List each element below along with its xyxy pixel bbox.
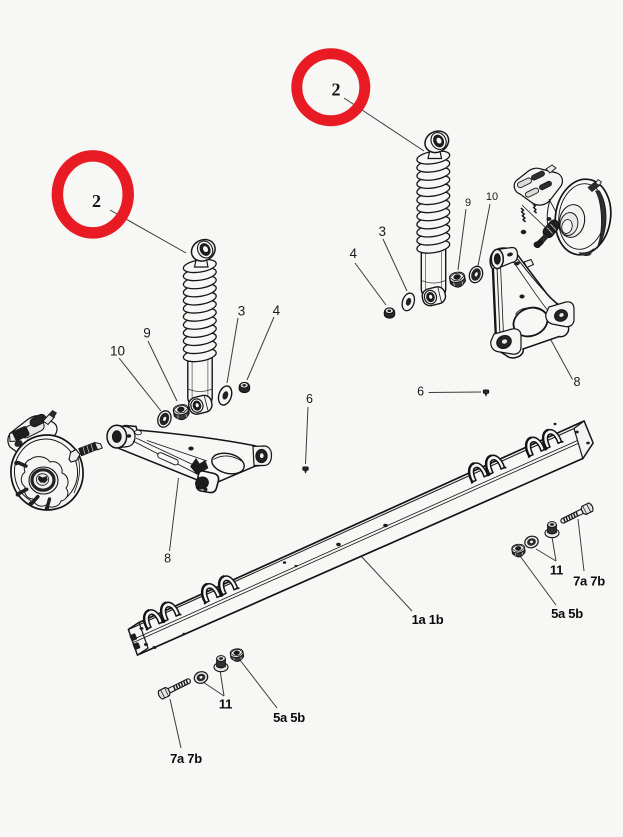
svg-text:9: 9 bbox=[143, 326, 151, 341]
svg-text:11: 11 bbox=[219, 697, 232, 712]
svg-text:3: 3 bbox=[238, 304, 246, 319]
svg-text:2: 2 bbox=[332, 80, 341, 100]
svg-text:7a 7b: 7a 7b bbox=[573, 574, 605, 589]
svg-text:5a 5b: 5a 5b bbox=[273, 710, 305, 725]
svg-text:9: 9 bbox=[465, 197, 471, 209]
svg-text:11: 11 bbox=[550, 563, 563, 578]
svg-text:8: 8 bbox=[574, 375, 581, 389]
svg-text:5a 5b: 5a 5b bbox=[551, 606, 583, 621]
svg-text:2: 2 bbox=[92, 191, 101, 211]
svg-text:10: 10 bbox=[110, 344, 125, 359]
svg-text:6: 6 bbox=[306, 392, 313, 406]
svg-text:3: 3 bbox=[379, 224, 387, 239]
svg-text:8: 8 bbox=[164, 552, 171, 566]
svg-text:10: 10 bbox=[486, 191, 498, 203]
svg-text:4: 4 bbox=[273, 303, 281, 318]
svg-text:1a 1b: 1a 1b bbox=[412, 612, 444, 627]
svg-text:4: 4 bbox=[349, 246, 357, 261]
svg-text:7a 7b: 7a 7b bbox=[170, 751, 202, 766]
svg-text:6: 6 bbox=[417, 385, 424, 399]
